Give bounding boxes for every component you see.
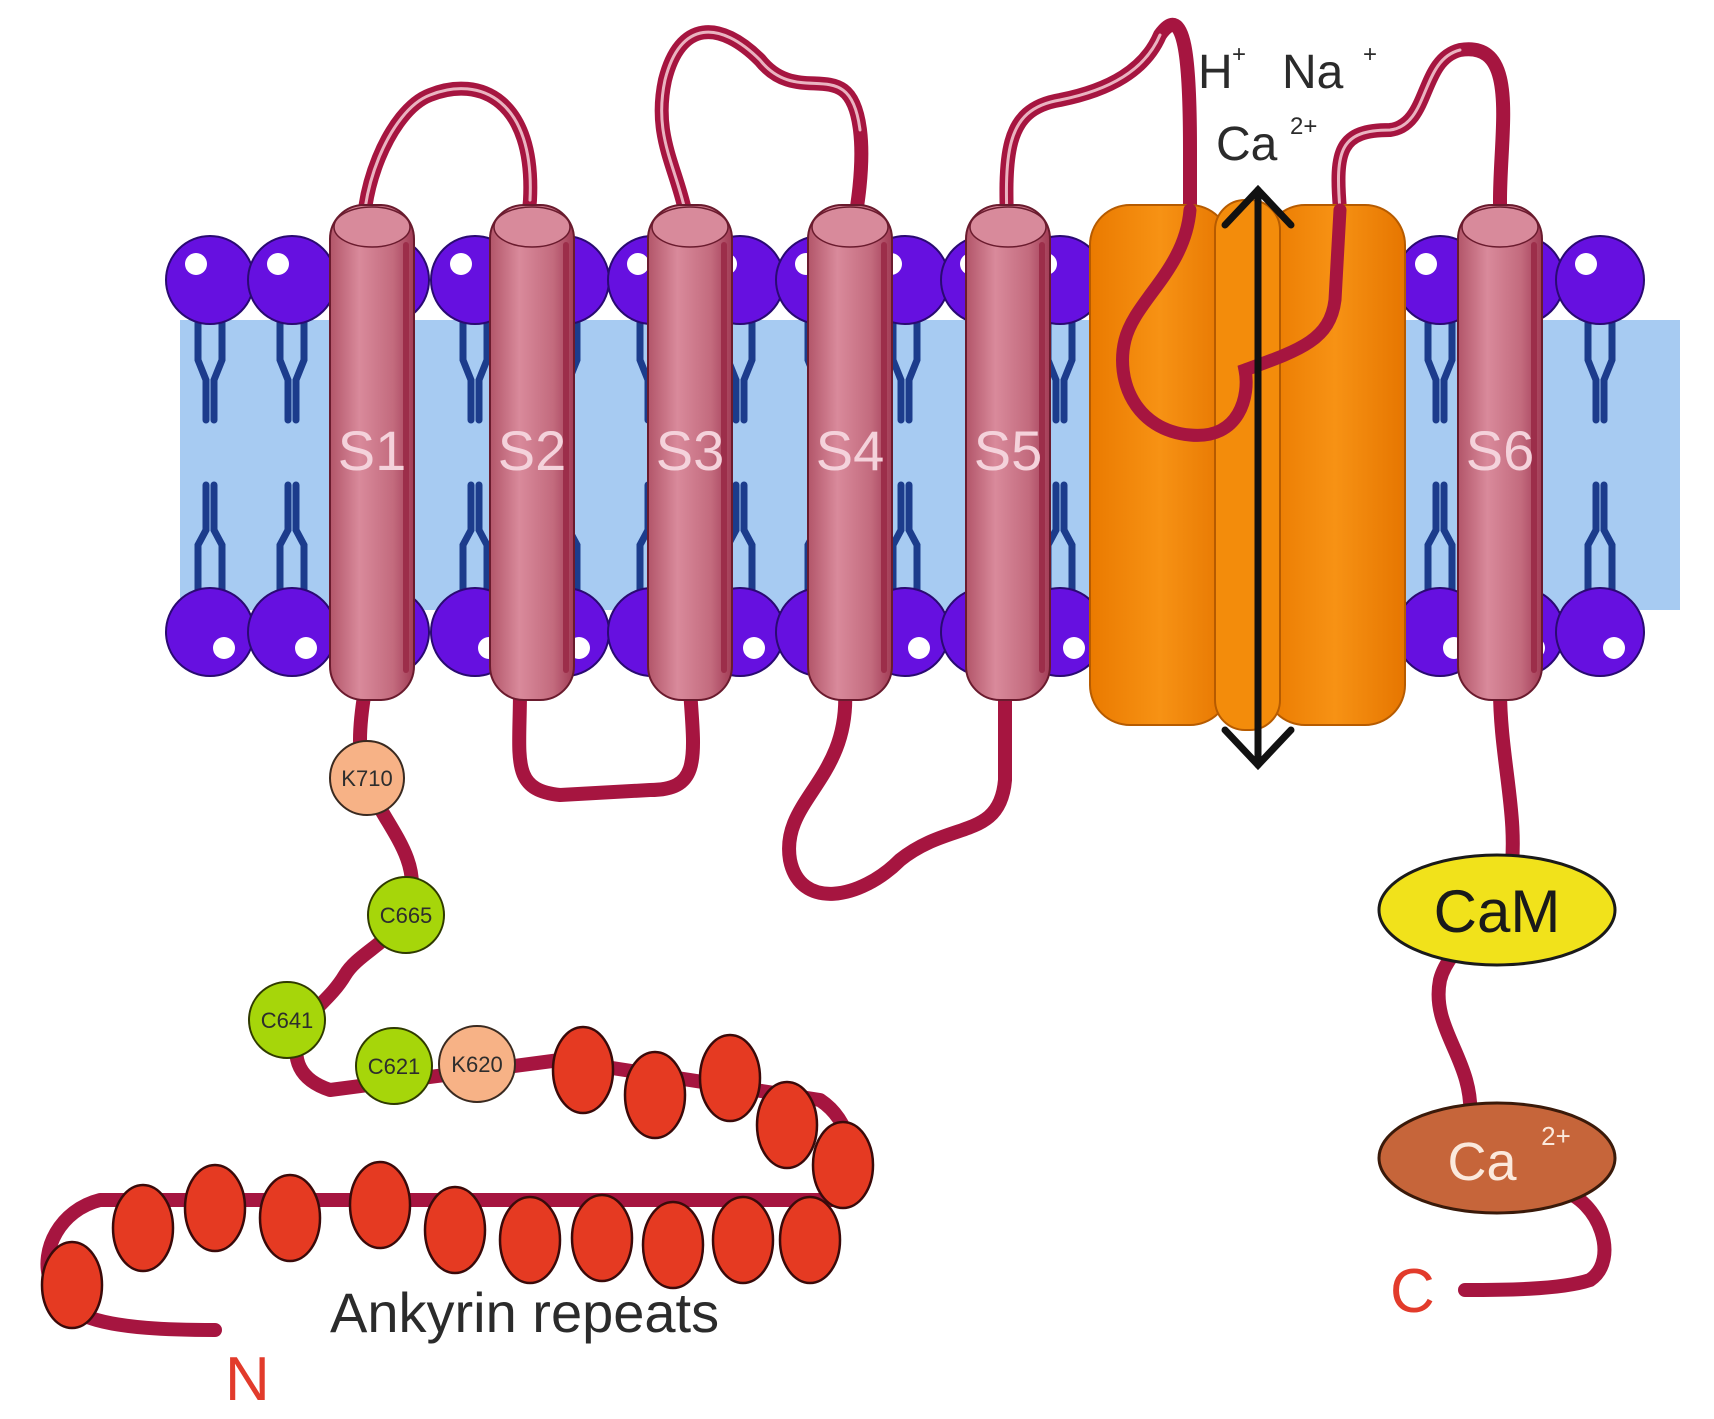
helix-s2-label: S2 bbox=[498, 419, 567, 482]
calmodulin-label: CaM bbox=[1434, 878, 1561, 945]
helix-s1: S1 bbox=[329, 204, 415, 701]
ankyrin-repeat bbox=[698, 1033, 762, 1123]
calcium-ion: Ca 2+ bbox=[1377, 1101, 1617, 1215]
residue-k710: K710 bbox=[329, 740, 405, 816]
ankyrin-repeat bbox=[755, 1080, 819, 1170]
n-terminus-label: N bbox=[225, 1345, 270, 1414]
ion-flow-arrow bbox=[1221, 184, 1295, 771]
pore-domain bbox=[1089, 184, 1406, 771]
ankyrin-repeat bbox=[498, 1195, 562, 1285]
helix-s5: S5 bbox=[965, 204, 1051, 701]
ankyrin-repeat bbox=[111, 1183, 175, 1273]
ankyrin-repeat bbox=[623, 1050, 687, 1140]
residue-c621-label: C621 bbox=[368, 1054, 421, 1079]
ankyrin-repeat bbox=[570, 1193, 634, 1283]
residue-c621: C621 bbox=[355, 1027, 433, 1105]
ankyrin-repeats-label: Ankyrin repeats bbox=[330, 1281, 719, 1344]
transmembrane-helices: S1 S2 S3 S4 S5 bbox=[329, 204, 1051, 701]
permeant-ions: H + Na + Ca 2+ bbox=[1198, 41, 1377, 171]
helix-s3-label: S3 bbox=[656, 419, 725, 482]
ion-ca-charge: 2+ bbox=[1290, 113, 1317, 140]
helix-s6: S6 bbox=[1457, 204, 1543, 701]
ion-h-charge: + bbox=[1232, 41, 1246, 68]
helix-s1-label: S1 bbox=[338, 419, 407, 482]
ankyrin-repeat bbox=[641, 1200, 705, 1290]
chain-highlight bbox=[361, 30, 1462, 257]
residue-k620: K620 bbox=[438, 1025, 516, 1103]
calcium-charge: 2+ bbox=[1541, 1121, 1571, 1151]
residue-markers: K710 C665 C641 C621 K620 bbox=[248, 740, 516, 1105]
residue-c641: C641 bbox=[248, 981, 326, 1059]
residue-k620-label: K620 bbox=[451, 1052, 502, 1077]
ankyrin-repeat bbox=[423, 1185, 487, 1275]
pore-cylinder-center bbox=[1214, 199, 1281, 731]
helix-s4: S4 bbox=[807, 204, 893, 701]
helix-s6-label: S6 bbox=[1466, 419, 1535, 482]
ankyrin-repeat-domain bbox=[40, 1025, 875, 1330]
ankyrin-repeat bbox=[711, 1195, 775, 1285]
c-terminus-label: C bbox=[1390, 1257, 1435, 1326]
ankyrin-repeat bbox=[811, 1120, 875, 1210]
ankyrin-repeat bbox=[258, 1173, 322, 1263]
ankyrin-repeat bbox=[348, 1160, 412, 1250]
helix-s4-label: S4 bbox=[816, 419, 885, 482]
ion-h: H bbox=[1198, 46, 1233, 99]
residue-c665: C665 bbox=[367, 876, 445, 954]
calmodulin: CaM bbox=[1377, 853, 1617, 967]
calcium-label: Ca bbox=[1447, 1132, 1517, 1192]
pore-loop bbox=[1116, 203, 1347, 442]
ion-na: Na bbox=[1282, 46, 1344, 99]
ankyrin-repeat bbox=[183, 1163, 247, 1253]
ion-ca: Ca bbox=[1216, 118, 1278, 171]
residue-c665-label: C665 bbox=[380, 903, 433, 928]
lipid-molecule bbox=[1555, 235, 1645, 677]
ankyrin-repeat bbox=[551, 1025, 615, 1115]
ion-na-charge: + bbox=[1363, 41, 1377, 68]
helix-s3: S3 bbox=[647, 204, 733, 701]
lipid-molecule bbox=[165, 235, 255, 677]
helix-s2: S2 bbox=[489, 204, 575, 701]
ankyrin-repeat bbox=[40, 1240, 104, 1330]
helix-s5-label: S5 bbox=[974, 419, 1043, 482]
helix-s6: S6 bbox=[1457, 204, 1543, 701]
ankyrin-repeat bbox=[778, 1195, 842, 1285]
residue-c641-label: C641 bbox=[261, 1008, 314, 1033]
residue-k710-label: K710 bbox=[341, 766, 392, 791]
